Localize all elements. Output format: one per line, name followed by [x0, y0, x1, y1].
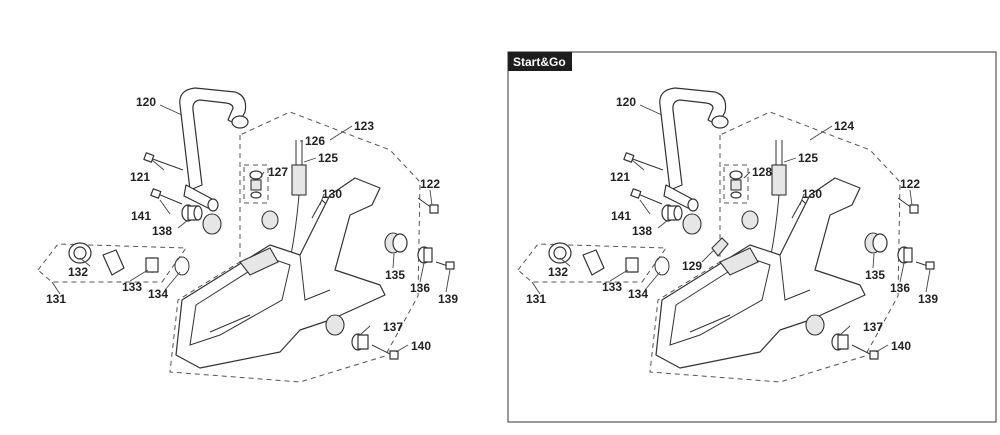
- ring-134: [174, 256, 190, 276]
- ring-134-right: [654, 256, 670, 276]
- label-134: 134: [148, 287, 168, 301]
- part-labels-right: 120 124 125 128 121 130 122 141 138 129 …: [526, 95, 938, 353]
- label-139: 139: [918, 292, 938, 306]
- assembly-outline-131: [37, 243, 187, 283]
- label-137: 137: [383, 320, 403, 334]
- label-134: 134: [628, 287, 648, 301]
- start-and-go-badge: Start&Go: [508, 52, 572, 71]
- grommet-132: [68, 242, 125, 276]
- label-124: 124: [834, 119, 854, 133]
- label-141: 141: [611, 209, 631, 223]
- label-136: 136: [410, 281, 430, 295]
- damper-upper-right: [682, 210, 759, 235]
- label-120: 120: [136, 95, 156, 109]
- label-123: 123: [354, 119, 374, 133]
- label-132: 132: [548, 265, 568, 279]
- label-140: 140: [411, 339, 431, 353]
- cable-assembly: [243, 140, 307, 261]
- handle-bar-right: [659, 87, 729, 212]
- label-138: 138: [152, 224, 172, 238]
- housing-main-right: [655, 177, 866, 369]
- assembly-outline-124: [649, 111, 901, 383]
- badge-label: Start&Go: [513, 55, 566, 69]
- bushing-138-right: [661, 204, 683, 222]
- label-128: 128: [752, 165, 772, 179]
- label-120: 120: [616, 95, 636, 109]
- leader-lines-left: [51, 104, 451, 353]
- handle-bar: [179, 87, 249, 212]
- badge-background: [508, 52, 572, 71]
- label-141: 141: [131, 209, 151, 223]
- washer-136-right: [897, 246, 913, 264]
- label-137: 137: [863, 320, 883, 334]
- screw-141: [150, 188, 183, 205]
- start-and-go-frame: [507, 51, 997, 423]
- label-122: 122: [420, 177, 440, 191]
- label-121: 121: [130, 170, 150, 184]
- screw-122: [417, 197, 439, 214]
- damper-137: [325, 314, 369, 351]
- cable-assembly-right: [723, 140, 787, 261]
- bushing-135-right: [864, 232, 888, 254]
- part-labels-left: 120 123 126 125 127 121 130 122 141 138 …: [46, 95, 458, 353]
- label-131: 131: [46, 292, 66, 306]
- label-127: 127: [268, 165, 288, 179]
- screw-122-right: [897, 197, 919, 214]
- assembly-outline-131-right: [517, 243, 667, 283]
- label-138: 138: [632, 224, 652, 238]
- screw-139: [435, 261, 455, 270]
- damper-137-right: [805, 314, 849, 351]
- lever-129: [711, 237, 729, 257]
- label-133: 133: [122, 280, 142, 294]
- label-140: 140: [891, 339, 911, 353]
- label-135: 135: [385, 268, 405, 282]
- assembly-outline-123: [169, 111, 421, 383]
- handle-end-upper: [231, 115, 249, 129]
- handle-end-lower: [207, 198, 219, 212]
- label-136: 136: [890, 281, 910, 295]
- spring-box-right: [723, 164, 749, 204]
- screw-139-right: [915, 261, 935, 270]
- screw-121-right: [623, 152, 664, 171]
- nut-133: [145, 257, 159, 273]
- housing-main: [175, 177, 386, 369]
- nut-133-right: [625, 257, 639, 273]
- screw-140: [371, 344, 399, 360]
- screw-141-right: [630, 188, 663, 205]
- diagram-standard: 120 123 126 125 127 121 130 122 141 138 …: [37, 87, 458, 383]
- label-125: 125: [798, 151, 818, 165]
- label-122: 122: [900, 177, 920, 191]
- damper-upper: [202, 210, 279, 235]
- grommet-132-right: [548, 242, 605, 276]
- bushing-135: [384, 232, 408, 254]
- label-126: 126: [305, 134, 325, 148]
- spring-box: [243, 164, 269, 204]
- label-130: 130: [802, 187, 822, 201]
- label-121: 121: [610, 170, 630, 184]
- label-135: 135: [865, 268, 885, 282]
- screw-121: [143, 152, 184, 171]
- leader-lines-right: [531, 104, 931, 353]
- bushing-138: [181, 204, 203, 222]
- diagram-start-and-go: 120 124 125 128 121 130 122 141 138 129 …: [517, 87, 938, 383]
- label-139: 139: [438, 292, 458, 306]
- label-132: 132: [68, 265, 88, 279]
- label-131: 131: [526, 292, 546, 306]
- washer-136: [417, 246, 433, 264]
- label-130: 130: [322, 187, 342, 201]
- label-129: 129: [682, 259, 702, 273]
- screw-140-right: [851, 344, 879, 360]
- label-125: 125: [318, 151, 338, 165]
- label-133: 133: [602, 280, 622, 294]
